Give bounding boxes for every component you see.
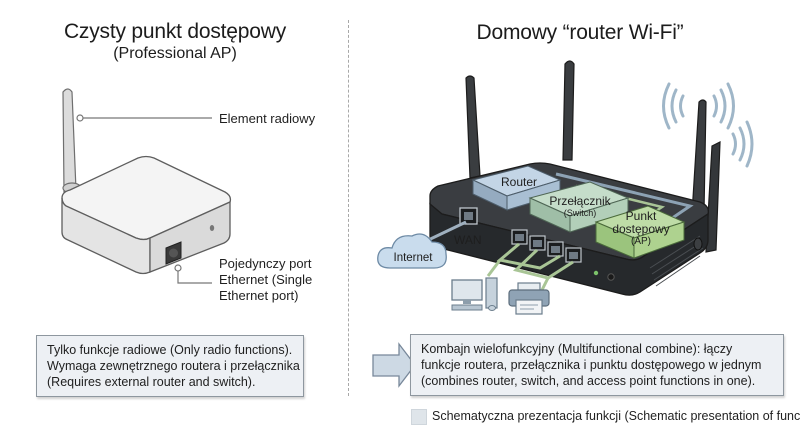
router-antennas <box>465 60 721 253</box>
wan-port-icon <box>459 207 478 225</box>
switch-module <box>528 181 630 233</box>
antenna-icon <box>62 88 82 194</box>
info-line: Wymaga zewnętrznego routera i przełączni… <box>47 359 300 373</box>
lan-cables <box>486 242 574 291</box>
info-line: Tylko funkcje radiowe (Only radio functi… <box>47 343 293 357</box>
lan-ports <box>511 229 582 263</box>
ethernet-port-label-line: Ethernet port) <box>219 288 299 303</box>
printer-icon <box>508 282 550 315</box>
wan-label: WAN <box>454 233 482 247</box>
info-line: funkcje routera, przełącznika i punktu d… <box>421 358 762 372</box>
status-led-icon <box>593 270 599 276</box>
radio-element-label: Element radiowy <box>219 111 316 126</box>
ethernet-port-label: Pojedynczy port Ethernet (Single Etherne… <box>219 256 312 304</box>
info-line: (Requires external router and switch). <box>47 375 256 389</box>
left-title: Czysty punkt dostępowy <box>63 20 287 43</box>
right-title: Domowy “router Wi-Fi” <box>476 21 684 44</box>
legend-swatch <box>411 409 427 425</box>
access-point-device <box>61 88 232 275</box>
wifi-signal-icon <box>662 82 754 168</box>
legend-text: Schematyczna prezentacja funkcji (Schema… <box>432 409 800 423</box>
arrow-icon <box>372 342 416 388</box>
computer-icon <box>451 277 498 311</box>
lan-port-icon <box>565 247 582 263</box>
reset-button-icon <box>607 273 615 281</box>
right-info-box: Kombajn wielofunkcyjny (Multifunctional … <box>410 334 784 396</box>
switch-module-sublabel: (Switch) <box>564 208 597 218</box>
lan-port-icon <box>547 241 564 257</box>
section-divider <box>348 20 349 396</box>
ap-module-label-2: dostępowy <box>612 222 669 236</box>
power-knob-icon <box>693 237 703 251</box>
ethernet-port-icon <box>165 241 182 265</box>
internet-label: Internet <box>394 252 434 264</box>
ap-module-label-1: Punkt <box>626 209 657 223</box>
info-line: (combines router, switch, and access poi… <box>421 374 756 388</box>
lan-port-icon <box>529 235 546 251</box>
ap-module <box>594 205 686 259</box>
left-subtitle: (Professional AP) <box>113 45 237 62</box>
lan-port-icon <box>511 229 528 245</box>
switch-module-label: Przełącznik <box>549 194 611 208</box>
vent-lines <box>649 235 704 287</box>
router-module <box>471 165 562 211</box>
callout-radio <box>76 114 212 122</box>
ethernet-port-label-line: Ethernet (Single <box>219 272 313 287</box>
router-module-label: Router <box>501 175 537 189</box>
internet-cloud-icon <box>377 233 447 269</box>
left-info-box: Tylko funkcje radiowe (Only radio functi… <box>36 335 304 397</box>
callout-port <box>174 264 212 284</box>
ethernet-port-label-line: Pojedynczy port <box>219 256 312 271</box>
info-line: Kombajn wielofunkcyjny (Multifunctional … <box>421 342 733 356</box>
ap-module-sublabel: (AP) <box>631 236 651 247</box>
status-led-icon <box>209 225 215 231</box>
